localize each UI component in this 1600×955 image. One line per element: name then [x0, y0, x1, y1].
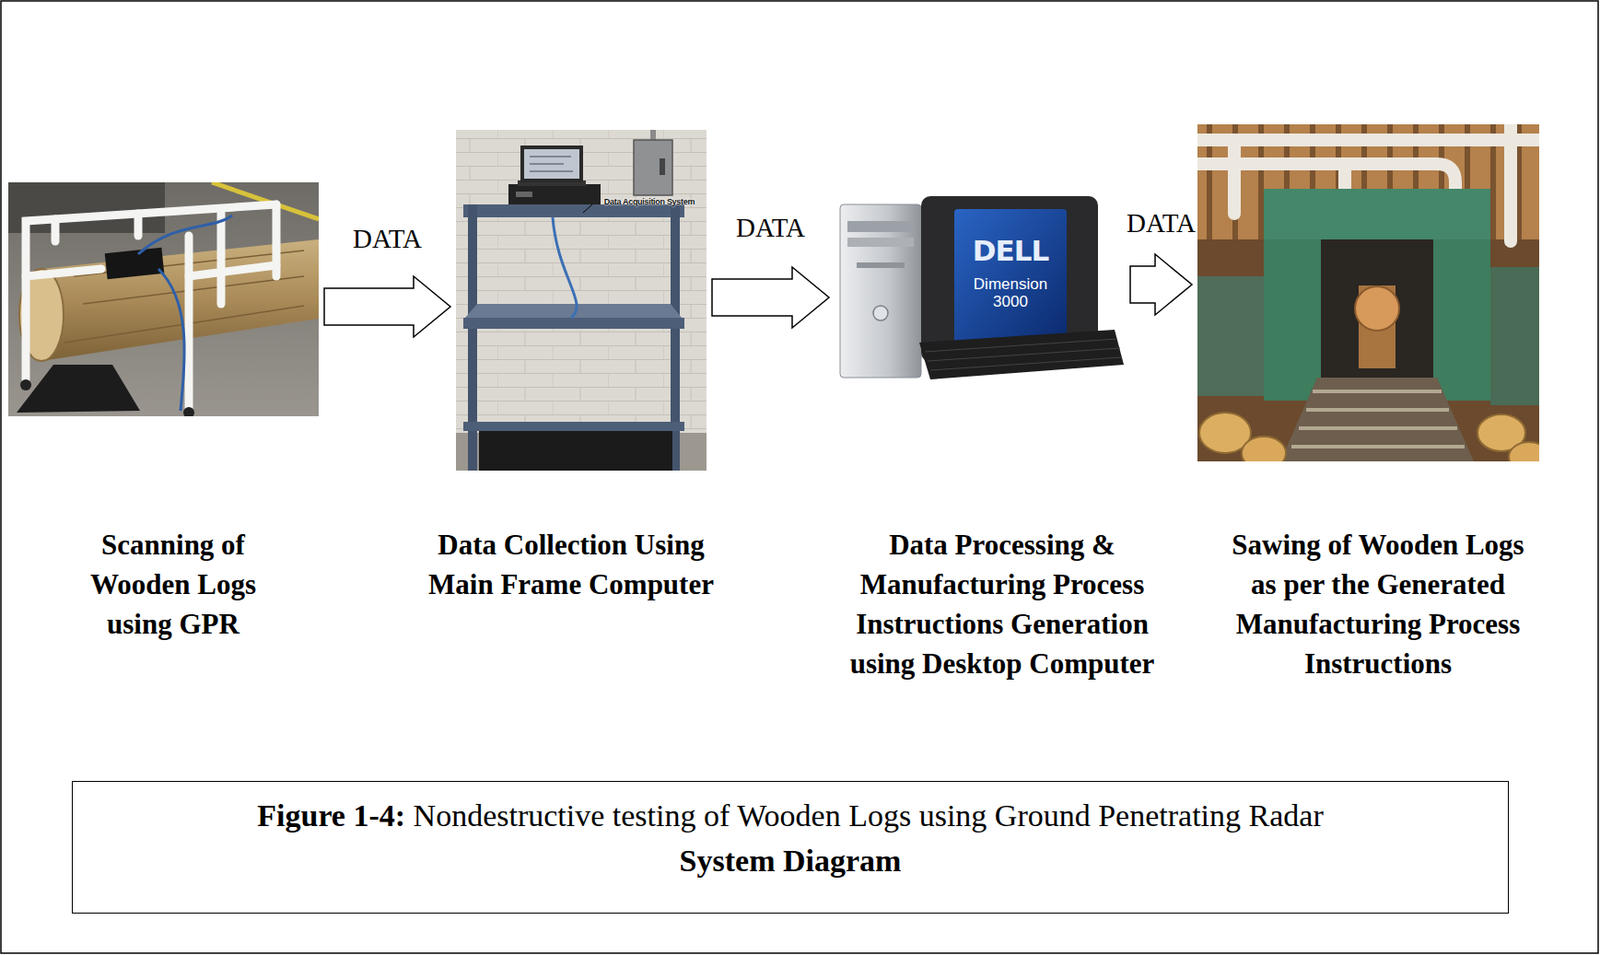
- data-collection-photo-part: [508, 184, 601, 205]
- gpr-scan-photo-part: [16, 364, 141, 413]
- data-collection-photo-part: [463, 317, 685, 329]
- desktop-computer-photo-part: [924, 338, 1122, 371]
- model-text: Dimension 3000: [966, 275, 1055, 311]
- stage-caption: Data Collection Using Main Frame Compute…: [427, 525, 715, 605]
- gpr-scan-photo-part-part: [51, 219, 60, 242]
- gpr-scan-photo-part-part: [25, 268, 102, 277]
- desktop-computer-photo-part: [954, 209, 1067, 343]
- desktop-computer-photo-part: [873, 305, 888, 321]
- edge-label: DATA: [735, 212, 806, 243]
- gpr-scan-photo-part-part: [188, 265, 277, 277]
- sawmill-photo-part: [1508, 442, 1540, 462]
- data-collection-photo-part: [659, 158, 666, 176]
- caption-box: Figure 1-4: Nondestructive testing of Wo…: [71, 781, 1509, 914]
- data-collection-photo-part: [455, 129, 707, 471]
- data-collection-photo-part: [583, 204, 593, 213]
- sawmill-photo-part: [1291, 391, 1465, 447]
- gpr-scan-photo-part: [25, 204, 277, 411]
- desktop-computer-photo-part: [847, 237, 914, 247]
- desktop-computer-photo-part: [834, 191, 1125, 383]
- caption-subtitle: System Diagram: [81, 838, 1499, 884]
- photo-callout: Data Acquisition System: [604, 197, 695, 208]
- sawmill-photo: [1197, 124, 1540, 462]
- stage-node: Sawing of Wooden Logs as per the Generat…: [1197, 124, 1540, 688]
- gpr-scan-photo-part: [158, 268, 185, 411]
- data-collection-photo-part: [463, 421, 685, 432]
- block-arrow: [712, 267, 830, 328]
- desktop-computer-photo-part: [847, 221, 914, 233]
- gpr-scan-photo-part-part: [134, 213, 143, 236]
- desktop-computer-photo: [834, 191, 1125, 383]
- sawmill-photo-part: [1241, 436, 1286, 462]
- gpr-scan-photo-part-part: [217, 213, 226, 304]
- desktop-computer-photo-part: [919, 329, 1124, 380]
- sawmill-photo-part: [1280, 377, 1474, 462]
- data-collection-photo-part: [478, 431, 673, 471]
- block-arrow: [1130, 254, 1192, 316]
- data-collection-photo-part: [515, 191, 533, 198]
- sawmill-photo-part-part: [1227, 140, 1241, 214]
- data-collection-photo-part: [529, 156, 573, 172]
- gpr-scan-photo-part-part: [185, 235, 194, 411]
- gpr-scan-photo-part: [20, 379, 32, 391]
- gpr-scan-photo-part: [138, 215, 233, 255]
- stage-node: Scanning of Wooden Logs using GPR: [8, 182, 319, 648]
- data-collection-photo-part: [552, 217, 577, 318]
- brand-logo-text: DELL: [972, 234, 1049, 267]
- data-collection-photo: [455, 129, 707, 471]
- desktop-computer-photo-part: [840, 204, 922, 378]
- sawmill-photo-part: [1197, 124, 1540, 242]
- caption-number: Figure 1-4:: [256, 798, 406, 833]
- sawmill-photo-part: [1197, 124, 1540, 240]
- gpr-scan-photo-part: [8, 182, 319, 417]
- sawmill-photo-part: [1197, 124, 1540, 462]
- data-collection-photo-part: [633, 140, 673, 196]
- sawmill-photo-part: [1320, 239, 1434, 378]
- stage-caption: Sawing of Wooden Logs as per the Generat…: [1222, 525, 1534, 684]
- data-collection-photo-part: [455, 129, 707, 434]
- data-collection-photo-part: [650, 129, 656, 141]
- edge-label: DATA: [1126, 208, 1196, 238]
- gpr-scan-photo-part: [105, 247, 165, 280]
- sawmill-photo-part: [1354, 286, 1400, 331]
- stage-caption: Data Processing & Manufacturing Process …: [846, 525, 1158, 684]
- data-collection-photo-part: [463, 204, 685, 218]
- sawmill-photo-part-part: [1197, 133, 1540, 147]
- stage-caption: Scanning of Wooden Logs using GPR: [62, 525, 284, 644]
- sawmill-photo-part: [1197, 276, 1264, 397]
- gpr-scan-photo-part: [183, 407, 195, 417]
- edge-label: DATA: [352, 223, 422, 254]
- data-collection-photo-part: [524, 149, 580, 179]
- gpr-scan-photo: [8, 182, 319, 417]
- sawmill-photo-part: [1490, 267, 1540, 406]
- figure-caption: Figure 1-4: Nondestructive testing of Wo…: [72, 782, 1508, 913]
- desktop-computer-photo-part: [856, 262, 905, 269]
- gpr-scan-photo-part: [211, 182, 319, 220]
- sawmill-photo-part: [1263, 188, 1491, 240]
- data-collection-photo-part: [520, 145, 584, 183]
- block-arrow: [324, 276, 451, 338]
- sawmill-photo-part-part: [1504, 124, 1518, 242]
- gpr-scan-photo-part-part: [25, 204, 277, 380]
